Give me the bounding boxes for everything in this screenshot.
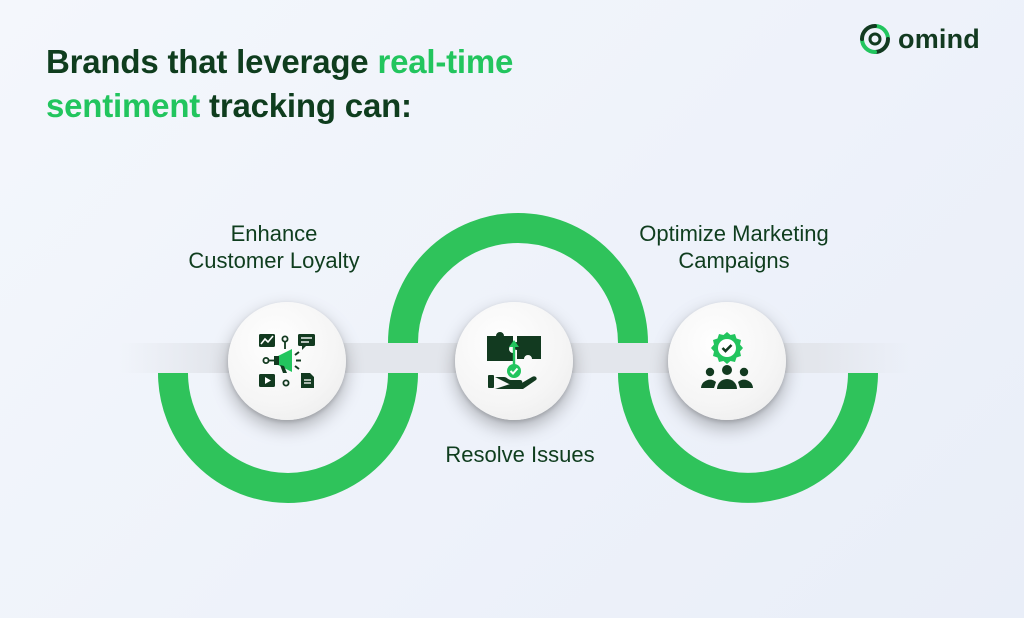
- wave-arc-left: [158, 372, 418, 503]
- headline-highlight-1: real-time: [377, 43, 514, 80]
- step-label-2: Resolve Issues: [410, 441, 630, 468]
- omind-logo-icon: [860, 24, 890, 54]
- step-label-1-line1: Enhance: [230, 221, 318, 246]
- step-label-3-line2: Campaigns: [678, 248, 790, 273]
- wave-arc-right: [618, 372, 878, 503]
- puzzle-hand-icon: [487, 332, 541, 389]
- marketing-megaphone-icon: [259, 334, 315, 388]
- step-label-1-line2: Customer Loyalty: [188, 248, 360, 273]
- step-label-3: Optimize Marketing Campaigns: [614, 220, 854, 274]
- headline-part2: tracking can:: [200, 87, 412, 124]
- headline-part1: Brands that leverage: [46, 43, 378, 80]
- step-node-3: [668, 302, 786, 420]
- brand-name: omind: [898, 23, 980, 54]
- headline-highlight-2: sentiment: [46, 87, 201, 124]
- step-node-1: [228, 302, 346, 420]
- step-label-3-line1: Optimize Marketing: [639, 221, 829, 246]
- team-badge-icon: [701, 332, 753, 389]
- step-label-1: Enhance Customer Loyalty: [164, 220, 384, 274]
- step-label-2-text: Resolve Issues: [445, 442, 595, 467]
- step-node-2: [455, 302, 573, 420]
- wave-arc-middle: [388, 213, 648, 344]
- brand-logo: omind: [858, 22, 980, 56]
